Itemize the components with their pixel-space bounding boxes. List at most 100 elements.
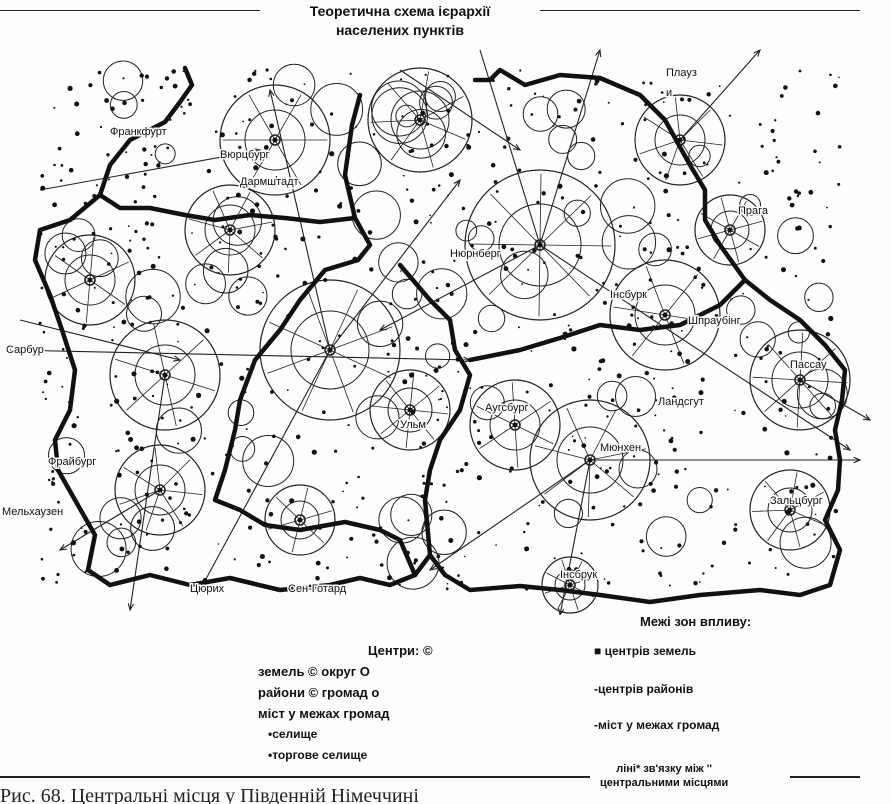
settlement-dot xyxy=(619,235,621,238)
settlement-dot xyxy=(663,188,669,194)
settlement-dot xyxy=(124,133,128,137)
settlement-dot xyxy=(728,114,732,117)
settlement-dot xyxy=(419,445,422,449)
settlement-dot xyxy=(338,334,341,338)
settlement-dot xyxy=(548,383,553,388)
settlement-dot xyxy=(828,315,834,322)
settlement-dot xyxy=(135,470,140,475)
settlement-dot xyxy=(143,172,147,176)
settlement-dot xyxy=(524,546,530,552)
settlement-dot xyxy=(248,118,252,122)
settlement-dot xyxy=(778,407,783,412)
centre-dot xyxy=(227,227,233,233)
settlement-dot xyxy=(774,119,777,122)
zone-circle-inner xyxy=(498,203,582,287)
settlement-dot xyxy=(295,434,301,440)
settlement-dot xyxy=(83,529,88,534)
settlement-dot xyxy=(447,194,450,197)
settlement-dot xyxy=(367,230,373,235)
settlement-dot xyxy=(172,83,178,89)
settlement-dot xyxy=(685,245,689,249)
settlement-dot xyxy=(506,136,511,141)
settlement-dot xyxy=(91,231,96,236)
settlement-dot xyxy=(107,262,111,266)
settlement-dot xyxy=(46,370,52,376)
place-label: Сен-Готард xyxy=(288,583,347,595)
settlement-dot xyxy=(668,584,671,587)
settlement-dot xyxy=(191,232,193,235)
settlement-dot xyxy=(802,497,805,499)
place-label: Прага xyxy=(738,205,769,217)
settlement-dot xyxy=(530,350,533,352)
settlement-dot xyxy=(353,364,357,368)
minor-zone-circle xyxy=(615,376,656,417)
settlement-dot xyxy=(671,387,674,390)
settlement-dot xyxy=(778,350,783,355)
settlement-dot xyxy=(357,475,360,479)
settlement-dot xyxy=(604,469,610,474)
spoke-line xyxy=(789,509,826,526)
settlement-dot xyxy=(219,241,222,244)
spoke-line xyxy=(405,409,411,448)
settlement-dot xyxy=(490,162,496,168)
centre-dot xyxy=(87,277,93,283)
spoke-line xyxy=(387,82,421,121)
settlement-dot xyxy=(190,406,193,409)
settlement-dot xyxy=(649,251,653,254)
minor-zone-circle xyxy=(645,516,687,557)
settlement-dot xyxy=(159,85,163,90)
minor-zone-circle xyxy=(739,194,761,216)
settlement-dot xyxy=(76,416,79,419)
settlement-dot xyxy=(606,581,611,585)
settlement-dot xyxy=(702,572,705,575)
settlement-dot xyxy=(141,185,146,190)
settlement-dot xyxy=(633,206,636,209)
settlement-dot xyxy=(387,370,390,373)
settlement-dot xyxy=(259,554,265,559)
settlement-dot xyxy=(435,298,440,303)
minor-zone-circle xyxy=(563,199,591,227)
settlement-dot xyxy=(833,508,838,514)
settlement-dot xyxy=(429,143,434,148)
settlement-dot xyxy=(818,161,821,164)
connection-line xyxy=(429,459,591,571)
connection-line xyxy=(379,244,541,331)
settlement-dot xyxy=(126,550,130,554)
settlement-dot xyxy=(196,392,202,398)
zone-circle xyxy=(694,194,766,266)
settlement-dot xyxy=(760,144,764,148)
settlement-dot xyxy=(682,171,687,176)
settlement-dot xyxy=(602,300,608,305)
settlement-dot xyxy=(815,110,821,116)
spoke-line xyxy=(409,372,415,411)
settlement-dot xyxy=(470,244,474,248)
place-label: Плауз xyxy=(666,67,697,79)
settlement-dot xyxy=(255,299,260,304)
zone-circle xyxy=(184,184,276,276)
top-rule xyxy=(0,10,260,11)
settlement-dot xyxy=(269,77,273,81)
settlement-dot xyxy=(509,466,514,471)
settlement-dot xyxy=(42,391,44,394)
zone-circle-inner xyxy=(204,204,256,256)
spoke-line xyxy=(631,314,666,356)
minor-zone-circle xyxy=(455,219,478,242)
settlement-dot xyxy=(171,294,175,297)
settlement-dot xyxy=(608,466,612,470)
spoke-line xyxy=(159,489,184,527)
settlement-dot xyxy=(517,168,522,173)
settlement-dot xyxy=(433,368,439,373)
settlement-dot xyxy=(446,582,449,585)
spoke-line xyxy=(645,266,666,316)
zone-circle xyxy=(369,369,451,451)
arrow-head xyxy=(753,48,761,57)
settlement-dot xyxy=(530,113,534,116)
settlement-dot xyxy=(594,82,598,86)
legend-zones-item-1: ■ центрів земель xyxy=(594,644,697,658)
minor-zone-circle xyxy=(378,242,419,283)
settlement-dot xyxy=(421,260,426,264)
spoke-line xyxy=(212,190,231,231)
spoke-line xyxy=(799,379,848,384)
minor-zone-circle xyxy=(688,144,711,168)
spoke-line xyxy=(54,255,91,281)
